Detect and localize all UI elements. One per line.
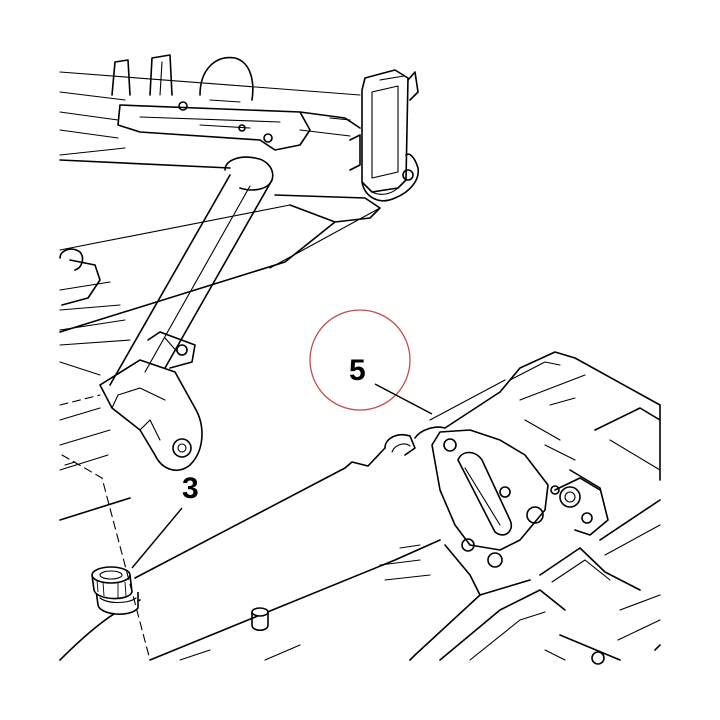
- bushing-part: [91, 566, 139, 615]
- upper-frame-assembly: [59, 54, 420, 333]
- callout-5-label: 5: [349, 354, 366, 387]
- left-side-panels: [59, 248, 131, 521]
- callout-5: 5: [309, 309, 433, 415]
- callout-3: 3: [131, 472, 199, 569]
- callout-5-highlight-circle: [309, 309, 411, 411]
- callout-3-leader: [131, 507, 183, 569]
- diagonal-strut: [99, 156, 274, 471]
- reference-lines: [59, 394, 151, 661]
- callout-5-leader: [374, 383, 433, 415]
- callout-3-label: 3: [182, 472, 199, 505]
- lower-crossmember: [59, 351, 661, 665]
